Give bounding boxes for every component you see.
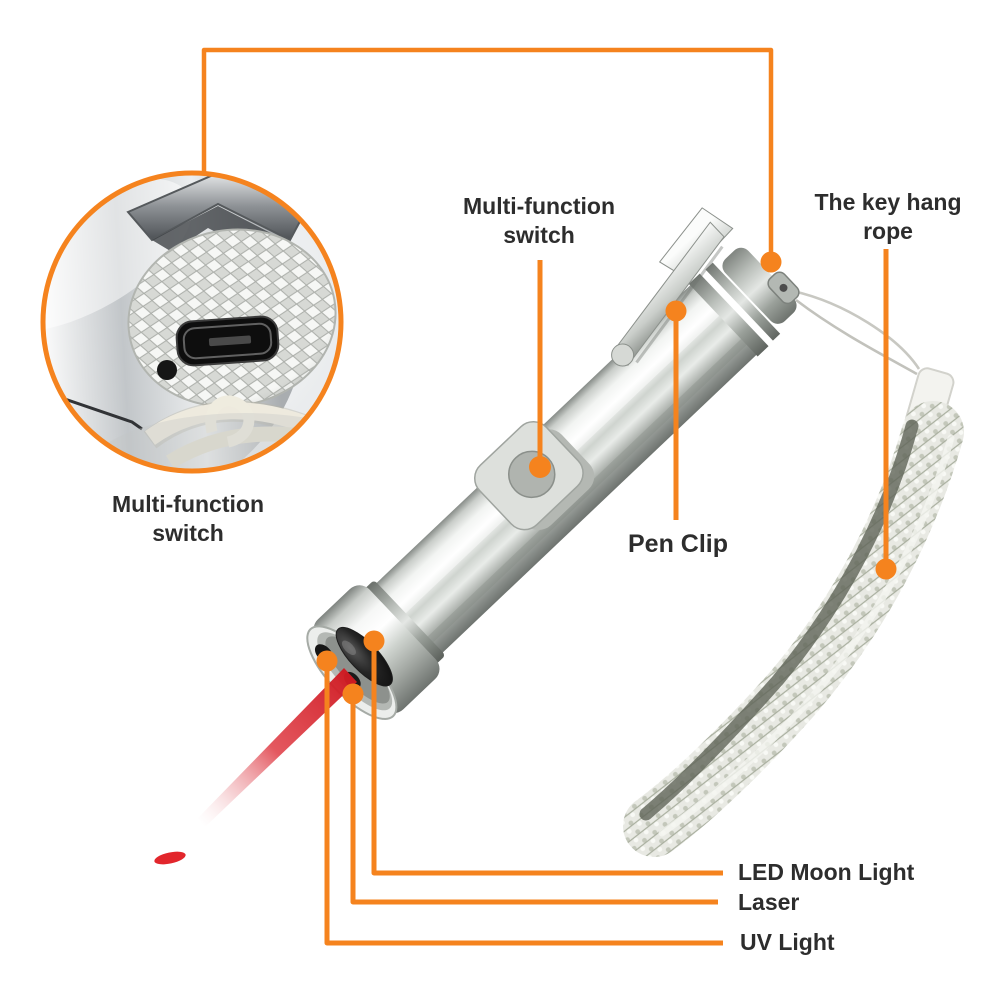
- tail-cap: [722, 247, 797, 324]
- pen-collar-ring: [364, 581, 445, 665]
- label-led-moon-light: LED Moon Light: [738, 858, 914, 887]
- tail-ring-1: [688, 273, 769, 357]
- pen-clip-tip: [611, 343, 635, 367]
- callout-dots: [316, 251, 897, 705]
- label-line: switch: [152, 520, 224, 546]
- lanyard-rope: [623, 289, 964, 857]
- laser-beam: [198, 668, 357, 827]
- rope-knot-macro-1: [145, 402, 324, 445]
- label-multi-function-switch-top: Multi-function switch: [463, 192, 615, 250]
- dot-key-rope: [875, 558, 897, 580]
- tail-ring-2: [705, 262, 781, 341]
- laser-floor-dot: [154, 851, 186, 865]
- rope-string-lower: [795, 298, 918, 376]
- callout-line-uv: [324, 665, 723, 946]
- reset-hole: [157, 360, 177, 380]
- magnifier-ring: [40, 170, 344, 474]
- label-line: Multi-function: [462, 193, 616, 219]
- thin-cord-macro: [49, 392, 143, 431]
- dot-uv: [316, 650, 338, 672]
- usb-port: [175, 315, 280, 367]
- label-line: UV Light: [740, 929, 835, 955]
- rope-strap-shadow-edge: [639, 419, 919, 821]
- label-laser: Laser: [738, 888, 799, 917]
- rope-knot-loop: [205, 395, 255, 448]
- rope-strap: [623, 401, 964, 857]
- callout-line-led: [371, 645, 723, 876]
- dot-tail-cap: [760, 251, 782, 273]
- callout-line-inset-connector: [201, 47, 774, 256]
- label-uv-light: UV Light: [740, 928, 835, 957]
- label-key-hang-rope: The key hang rope: [815, 188, 962, 246]
- callout-lines: [201, 47, 889, 946]
- label-pen-clip: Pen Clip: [628, 530, 728, 559]
- keyring-hole: [779, 283, 788, 292]
- dot-led: [363, 630, 385, 652]
- dot-laser: [342, 683, 364, 705]
- label-line: Pen Clip: [627, 530, 729, 558]
- label-line: LED Moon Light: [738, 859, 915, 885]
- led-lens-glint: [341, 640, 356, 656]
- label-line: Laser: [738, 889, 800, 915]
- rope-strap-highlight-edge: [658, 434, 955, 837]
- label-line: Multi-function: [111, 491, 265, 517]
- dot-pen-clip: [665, 300, 687, 322]
- label-line: switch: [503, 222, 575, 248]
- magnifier-inset: [40, 170, 344, 474]
- label-multi-function-switch-inset: Multi-function switch: [112, 490, 264, 548]
- dot-switch: [529, 456, 551, 478]
- label-line: The key hang: [814, 189, 962, 215]
- label-line: rope: [863, 218, 913, 244]
- rope-string-upper: [792, 289, 921, 370]
- callout-line-laser: [350, 697, 718, 905]
